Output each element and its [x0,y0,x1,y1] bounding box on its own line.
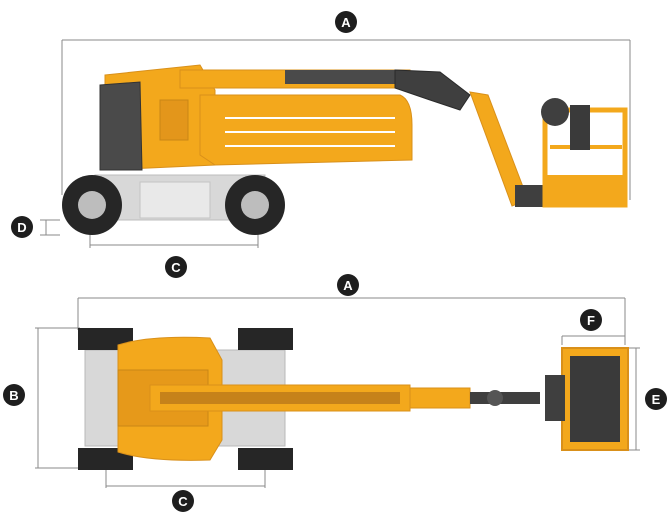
side-boom-slots [225,117,395,147]
top-badge-e: E [645,388,667,410]
side-chassis-panel [139,181,211,219]
top-tire-front-left [238,328,293,350]
top-jib-linkage [470,392,540,404]
top-platform [545,347,629,451]
top-badge-c: C [172,490,194,512]
top-badge-b: B [3,384,25,406]
side-badge-c-text: C [171,260,181,275]
top-dimension-c-lines [105,470,266,488]
top-tire-front-right [238,448,293,470]
top-dimension-e-lines [628,347,640,451]
top-dimension-f-lines [561,335,625,345]
top-tire-rear-right [78,448,133,470]
side-badge-a-text: A [341,15,351,30]
top-badge-c-text: C [178,494,188,509]
top-badge-f: F [580,309,602,331]
top-dimension-a-lines [77,297,626,345]
top-badge-e-text: E [652,392,661,407]
side-boom-knuckle [394,69,471,111]
side-badge-a: A [335,11,357,33]
top-dimension-b-lines [35,327,80,469]
top-view: A B F E C [3,274,667,512]
top-badge-b-text: B [9,388,18,403]
top-boom-inner [160,392,400,404]
side-dimension-a-lines [61,39,631,200]
side-badge-d: D [11,216,33,238]
top-badge-f-text: F [587,313,595,328]
side-front-wheel [225,175,285,235]
top-boom-tip [409,387,471,409]
side-badge-c: C [165,256,187,278]
side-rear-cover [99,81,143,171]
top-badge-a-text: A [343,278,353,293]
side-pantograph [199,94,413,166]
top-badge-a: A [337,274,359,296]
top-jib-pivot [487,390,503,406]
side-basket [541,98,628,208]
side-jib-joint [515,185,545,207]
side-upper-boom-cylinder [285,70,395,84]
side-rear-wheel [62,175,122,235]
side-turret-window [159,99,189,141]
side-dimension-c-lines [89,232,259,248]
side-dimension-d-lines [40,219,60,236]
side-view: A D C [11,11,631,278]
side-badge-d-text: D [17,220,26,235]
